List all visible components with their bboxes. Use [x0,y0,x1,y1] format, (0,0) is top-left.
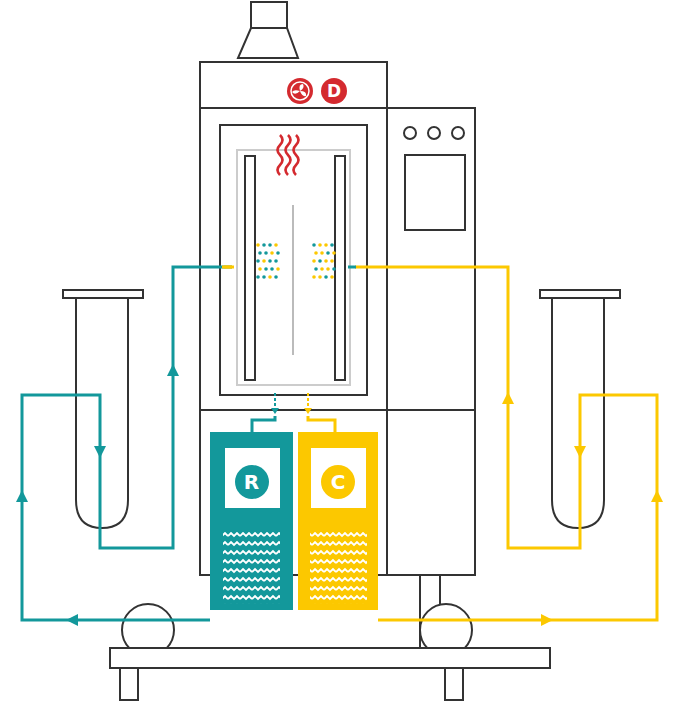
node-letter: R [244,472,259,492]
ion-dot [330,243,334,247]
chamber-divider [292,205,294,355]
letter-circle: D [321,78,347,104]
ion-dot [324,275,328,279]
ion-dot [262,243,266,247]
liquid-waves [310,532,367,604]
tube-cap [540,290,620,298]
dryer-badge: D [321,78,347,104]
ion-dot [274,275,278,279]
node-letter: D [327,83,341,100]
tank-c [298,432,378,610]
clean-tank: C [298,432,378,532]
tube-cap [63,290,143,298]
ion-dot [318,275,322,279]
teal-circuit [22,267,232,620]
indicator [428,127,440,139]
chamber-inner [237,150,350,385]
rinse-tank: R [210,432,293,532]
ion-dot [312,243,316,247]
ion-dot [264,267,268,271]
ion-dot [262,259,266,263]
indicator [404,127,416,139]
ion-dot [258,251,262,255]
ion-dot [326,267,330,271]
exhaust-hood [238,28,298,58]
ion-dot [320,267,324,271]
base [110,648,550,668]
chamber-frame [200,108,387,410]
ion-dot [318,259,322,263]
liquid-waves [223,532,280,604]
ion-dot [326,251,330,255]
drain-lines [252,393,335,432]
foot [445,668,463,700]
exhaust-cap [251,2,287,28]
ion-dot [262,275,266,279]
electrode-right [335,156,345,380]
test-tube [76,298,128,528]
ion-dot [312,259,316,263]
ion-dot [332,251,336,255]
ion-dot [324,243,328,247]
cabinet-divider [386,410,388,575]
letter-circle: C [321,465,355,499]
port [224,266,234,269]
fan-icon [287,78,313,104]
ion-dots [256,243,336,279]
ion-dot [258,267,262,271]
screen [405,155,465,230]
chamber-door [220,125,367,395]
top-housing [200,62,387,108]
ion-dot [320,251,324,255]
yellow-circuit [222,267,657,620]
heat-waves [278,135,299,175]
control-panel [387,108,475,410]
ion-dot [314,251,318,255]
ion-dot [312,275,316,279]
port [348,266,356,269]
ion-dot [330,275,334,279]
ion-dot [268,259,272,263]
ion-dot [270,267,274,271]
letter-circle: R [235,465,269,499]
ion-dot [268,243,272,247]
ion-dot [276,267,280,271]
tank-label-ground [225,448,280,508]
ion-dot [276,251,280,255]
ion-dot [332,267,336,271]
ion-dot [314,267,318,271]
ion-dot [324,259,328,263]
indicator [452,127,464,139]
node-letter: C [331,472,346,492]
ion-dot [256,259,260,263]
test-tube [552,298,604,528]
ion-dot [274,243,278,247]
electrode-left [245,156,255,380]
ion-dot [270,251,274,255]
flow-arrows [16,364,179,626]
ion-dot [318,243,322,247]
ion-dot [264,251,268,255]
foot [120,668,138,700]
ion-dot [268,275,272,279]
ion-dot [330,259,334,263]
tank-r [210,432,293,610]
ion-dot [256,243,260,247]
ion-dot [274,259,278,263]
ion-dot [256,275,260,279]
flow-arrows [502,392,663,626]
tank-label-ground [311,448,366,508]
